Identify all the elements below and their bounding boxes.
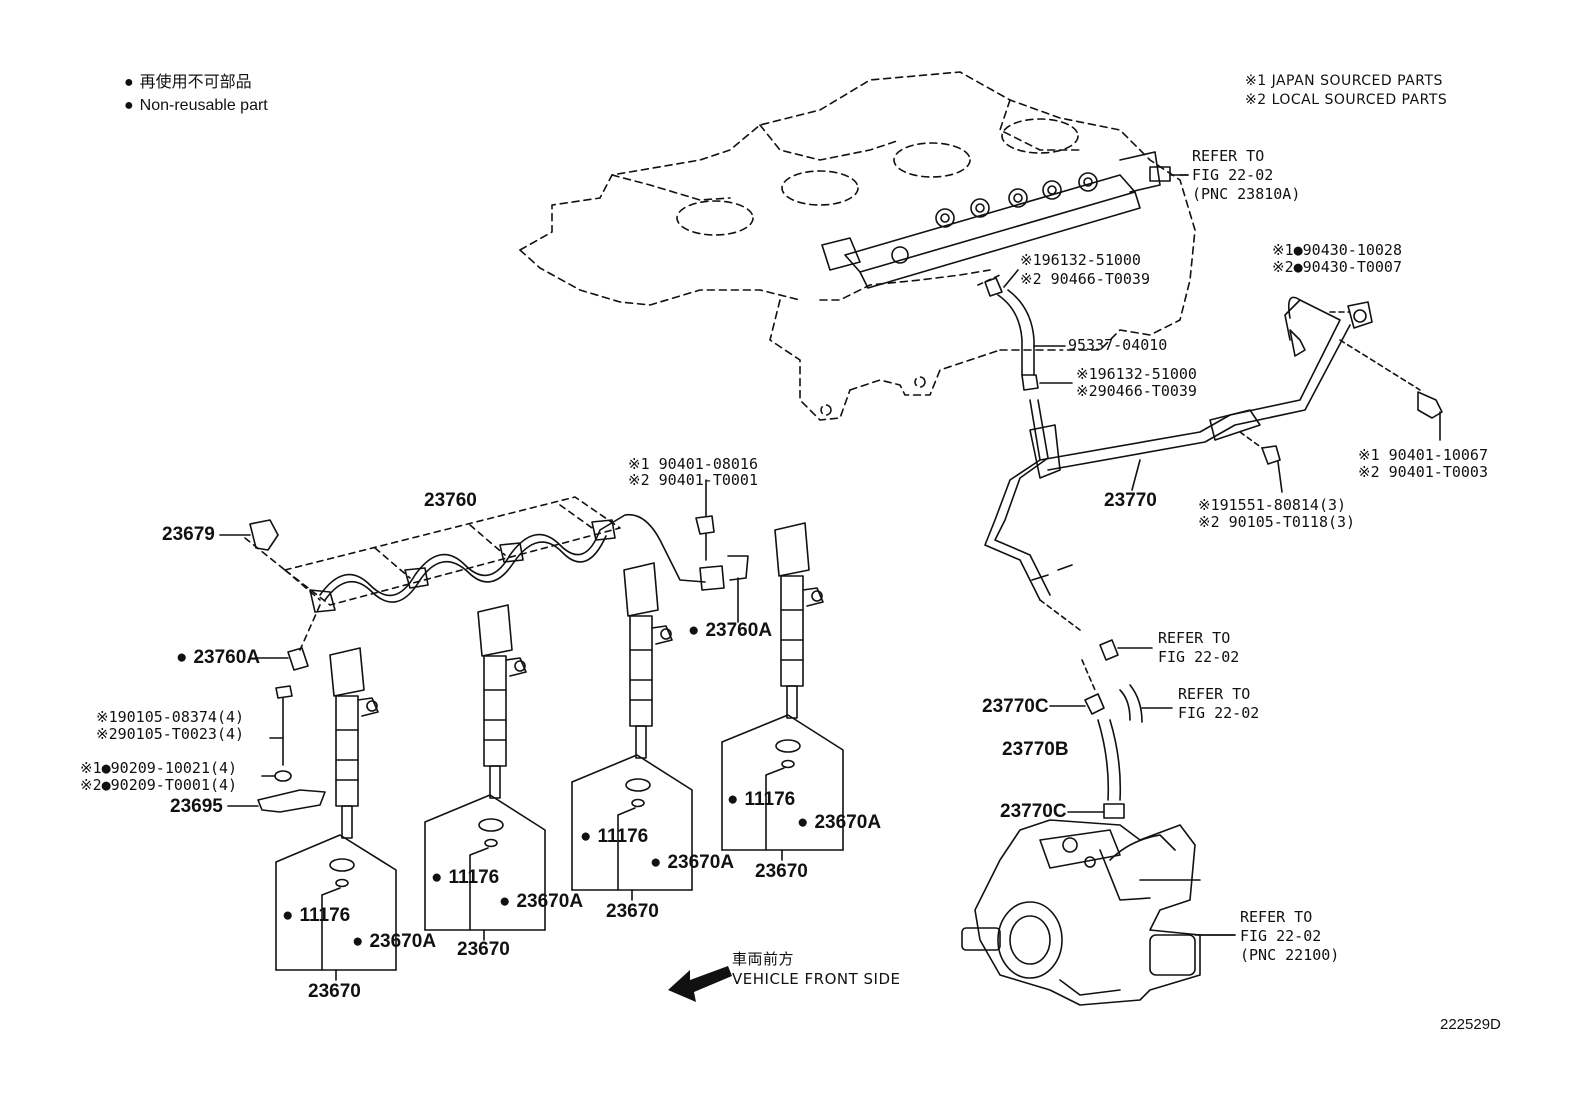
seal-group-2 <box>424 794 546 941</box>
part-290209: ※2●90209-T0001(4) <box>80 776 238 794</box>
part-23760: 23760 <box>424 490 477 511</box>
ref-pump-line2: FIG 22-02 <box>1240 927 1322 945</box>
seal-group-4 <box>721 714 844 861</box>
group3-assy: 23670 <box>606 901 659 922</box>
part-90401-T0001: ※2 90401-T0001 <box>628 471 758 489</box>
ref-pump-line3: (PNC 22100) <box>1240 946 1340 964</box>
fuel-pipe-23770 <box>984 296 1351 631</box>
part-23770C-upper: 23770C <box>982 696 1049 717</box>
part-95337: 95337-04010 <box>1068 336 1168 354</box>
leak-pipe-23760 <box>309 479 749 623</box>
leak-pipe-box <box>244 496 621 651</box>
sourcing-local: ※2 LOCAL SOURCED PARTS <box>1245 92 1448 108</box>
legend-jp: 再使用不可部品 <box>124 72 252 94</box>
fuel-rail <box>821 151 1189 289</box>
ref-hose-line1: REFER TO <box>1178 685 1251 703</box>
part-23695: 23695 <box>170 796 223 817</box>
group3-seal: 11176 <box>580 827 648 847</box>
ref-clamp-line1: REFER TO <box>1158 629 1231 647</box>
part-191551: ※191551-80814(3) <box>1198 496 1347 514</box>
ref-pump-line1: REFER TO <box>1240 908 1313 926</box>
bolt-90401-right <box>1417 391 1443 441</box>
part-90430-jp: ※1●90430-10028 <box>1272 241 1402 259</box>
group2-washer: 23670A <box>499 892 583 912</box>
group4-washer: 23670A <box>797 813 881 833</box>
ref-rail-line3: (PNC 23810A) <box>1192 185 1301 203</box>
group1-seal: 11176 <box>282 906 350 926</box>
injector-3 <box>623 562 673 759</box>
part-23770B: 23770B <box>1002 739 1069 760</box>
vehicle-front-arrow-icon <box>668 966 732 1002</box>
part-190105: ※190105-08374(4) <box>96 708 245 726</box>
bolt-191551 <box>1239 431 1283 493</box>
clip-23760A <box>257 647 309 671</box>
legend-en: Non-reusable part <box>124 95 268 117</box>
ref-rail-line2: FIG 22-02 <box>1192 166 1274 184</box>
part-190209: ※1●90209-10021(4) <box>80 759 238 777</box>
figure-id: 222529D <box>1440 1016 1501 1033</box>
group2-seal: 11176 <box>431 868 499 888</box>
part-90401-T0003: ※2 90401-T0003 <box>1358 463 1488 481</box>
injector-1 <box>329 647 379 839</box>
lower-hose <box>1049 639 1173 819</box>
part-90105-T0118: ※2 90105-T0118(3) <box>1198 513 1356 531</box>
group2-assy: 23670 <box>457 939 510 960</box>
part-23770C-lower: 23770C <box>1000 801 1067 822</box>
part-90430-local: ※2●90430-T0007 <box>1272 258 1402 276</box>
seal-group-3 <box>571 754 693 901</box>
part-23760A-left: 23760A <box>176 648 260 668</box>
part-90466-upper: ※2 90466-T0039 <box>1020 270 1150 288</box>
part-90401-10067: ※1 90401-10067 <box>1358 446 1488 464</box>
part-23760A-right: 23760A <box>688 621 772 641</box>
group4-seal: 11176 <box>727 790 795 810</box>
part-90401-08016: ※1 90401-08016 <box>628 455 758 473</box>
misc-leaders <box>1179 174 1236 936</box>
group4-assy: 23670 <box>755 861 808 882</box>
bolt-23679 <box>219 519 279 551</box>
part-290105: ※290105-T0023(4) <box>96 725 245 743</box>
sourcing-japan: ※1 JAPAN SOURCED PARTS <box>1245 73 1443 89</box>
part-23770: 23770 <box>1104 490 1157 511</box>
return-hose <box>977 269 1073 391</box>
ref-rail-line1: REFER TO <box>1192 147 1265 165</box>
part-196132-upper: ※196132-51000 <box>1020 251 1141 269</box>
ref-hose-line2: FIG 22-02 <box>1178 704 1260 722</box>
part-90466-lower: ※290466-T0039 <box>1076 382 1197 400</box>
engine-head-outline <box>519 71 1196 421</box>
group3-washer: 23670A <box>650 853 734 873</box>
part-196132-lower: ※196132-51000 <box>1076 365 1197 383</box>
part-23679: 23679 <box>162 524 215 545</box>
direction-jp: 車両前方 <box>732 950 795 968</box>
leader-lines-right <box>1329 311 1421 391</box>
ref-clamp-line2: FIG 22-02 <box>1158 648 1240 666</box>
direction-en: VEHICLE FRONT SIDE <box>732 970 901 988</box>
group1-washer: 23670A <box>352 932 436 952</box>
group1-assy: 23670 <box>308 981 361 1002</box>
injector-2 <box>477 604 527 799</box>
supply-pump <box>961 819 1236 1006</box>
injector-4 <box>774 522 824 719</box>
clamp-bolt-hardware <box>227 685 326 813</box>
union-bolt-90430 <box>1347 301 1373 329</box>
